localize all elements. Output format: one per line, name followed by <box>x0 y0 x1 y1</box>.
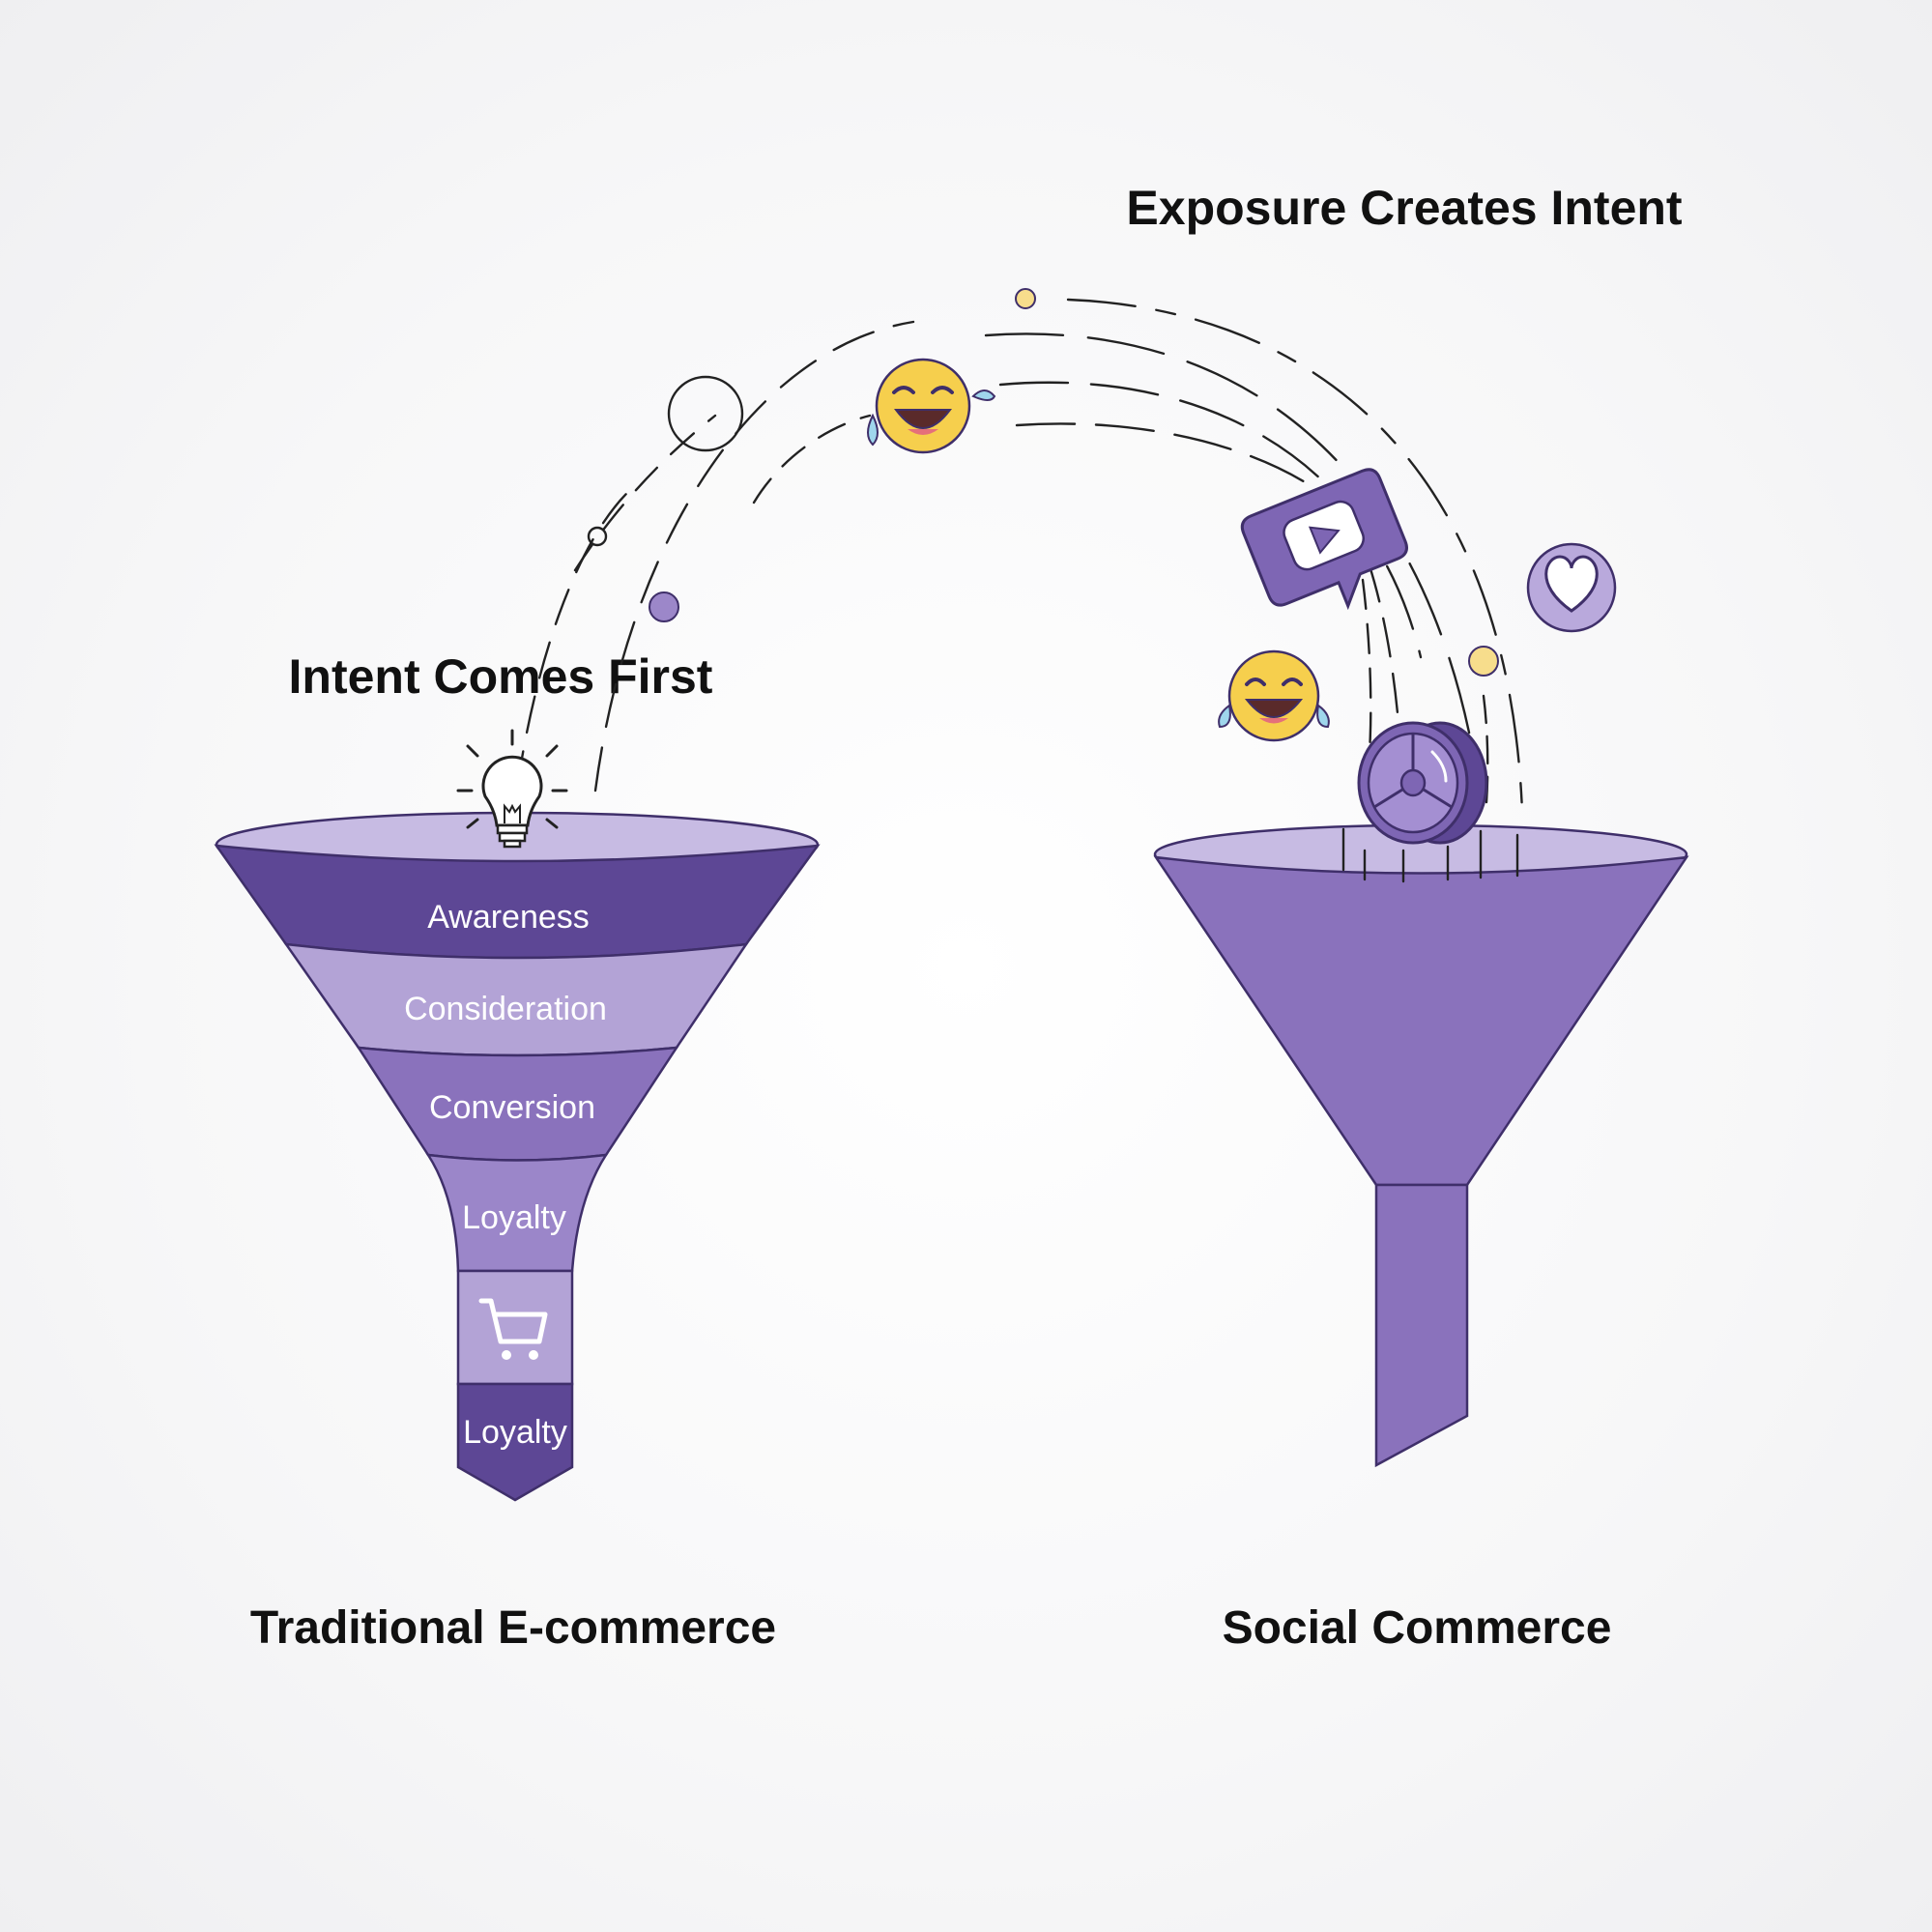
laughing-emoji-icon-2 <box>1218 649 1330 742</box>
intent-heading: Intent Comes First <box>289 649 713 704</box>
heart-icon <box>1526 542 1617 633</box>
shopping-cart-icon <box>478 1298 548 1360</box>
traditional-ecommerce-label: Traditional E-commerce <box>250 1602 776 1654</box>
traditional-funnel: Awareness Consideration Conversion Loyal… <box>214 811 821 1502</box>
stage-label-loyalty: Loyalty <box>462 1199 566 1236</box>
lightbulb-icon <box>456 729 568 849</box>
purple-dot-decoration <box>649 591 679 622</box>
stage-label-loyalty-bottom: Loyalty <box>463 1414 567 1451</box>
cart-band <box>456 1269 574 1386</box>
social-funnel-cone <box>1153 855 1689 1187</box>
film-reel-icon <box>1357 721 1488 845</box>
stage-label-conversion: Conversion <box>429 1089 595 1126</box>
play-video-icon <box>1240 468 1408 611</box>
bottom-loyalty-band <box>456 1382 574 1502</box>
loyalty-band <box>425 1153 609 1273</box>
small-circle-decoration <box>587 526 608 547</box>
laughing-emoji-icon <box>867 358 996 454</box>
yellow-dot-decoration-2 <box>1468 646 1499 677</box>
outline-circle-decoration <box>667 375 744 452</box>
stage-label-consideration: Consideration <box>404 991 607 1027</box>
social-funnel-spout <box>1374 1183 1469 1468</box>
stage-label-awareness: Awareness <box>427 899 590 936</box>
social-funnel <box>1153 823 1689 1468</box>
yellow-dot-decoration <box>1015 288 1036 309</box>
social-commerce-label: Social Commerce <box>1223 1602 1612 1654</box>
exposure-heading: Exposure Creates Intent <box>1126 181 1683 235</box>
falling-lines <box>1341 827 1519 883</box>
